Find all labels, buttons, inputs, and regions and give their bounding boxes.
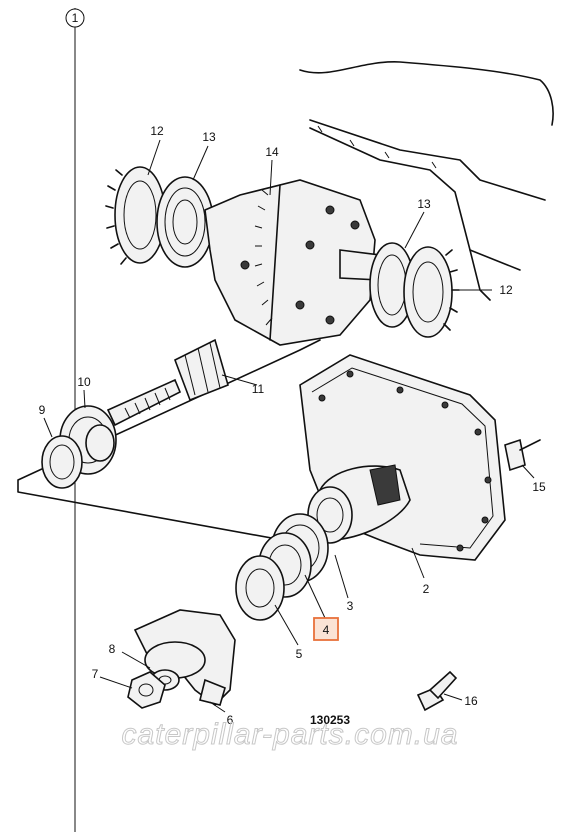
part-12-right-crown-gear: [403, 246, 460, 338]
watermark-text: caterpillar-parts.com.ua: [122, 718, 459, 751]
callout-4: 4: [323, 623, 330, 637]
part-6-drive-flange: [133, 609, 236, 707]
part-9-shim: [41, 435, 83, 489]
callout-11: 11: [252, 382, 265, 396]
callout-13-right: 13: [417, 197, 431, 211]
drawing-number: 130253: [310, 713, 350, 727]
callout-7: 7: [92, 667, 99, 681]
part-7-nut: [127, 671, 166, 709]
part-2-carrier-housing: [299, 354, 506, 561]
callout-5: 5: [296, 647, 303, 661]
part-13-right-bearing: [369, 242, 415, 328]
callout-10: 10: [77, 375, 91, 389]
callout-3: 3: [347, 599, 354, 613]
callout-9: 9: [39, 403, 46, 417]
callout-12-left: 12: [150, 124, 164, 138]
callout-13-left: 13: [202, 130, 216, 144]
part-11-pinion: [106, 338, 229, 427]
part-14-differential-case: [204, 179, 381, 346]
callout-15: 15: [532, 480, 546, 494]
part-13-left-bearing: [156, 176, 214, 268]
part-12-left-crown-gear: [105, 166, 166, 265]
leader-lines: [43, 139, 535, 713]
callout-8: 8: [109, 642, 116, 656]
callout-4-highlight-box: [313, 617, 339, 641]
part-15-breather: [504, 438, 541, 472]
callout-12-right: 12: [499, 283, 513, 297]
axle-housing-outline: [17, 61, 554, 546]
callout-labels: 12 13 14 13 12 11 10 9 15 2 3 4 5 8 7 6 …: [39, 124, 546, 727]
part-5-oil-seal: [235, 555, 285, 621]
callout-14: 14: [265, 145, 279, 159]
sheet-index-label: 1: [72, 11, 79, 25]
callout-16: 16: [464, 694, 478, 708]
part-16-bolt: [416, 670, 458, 712]
callout-6: 6: [227, 713, 234, 727]
callout-2: 2: [423, 582, 430, 596]
